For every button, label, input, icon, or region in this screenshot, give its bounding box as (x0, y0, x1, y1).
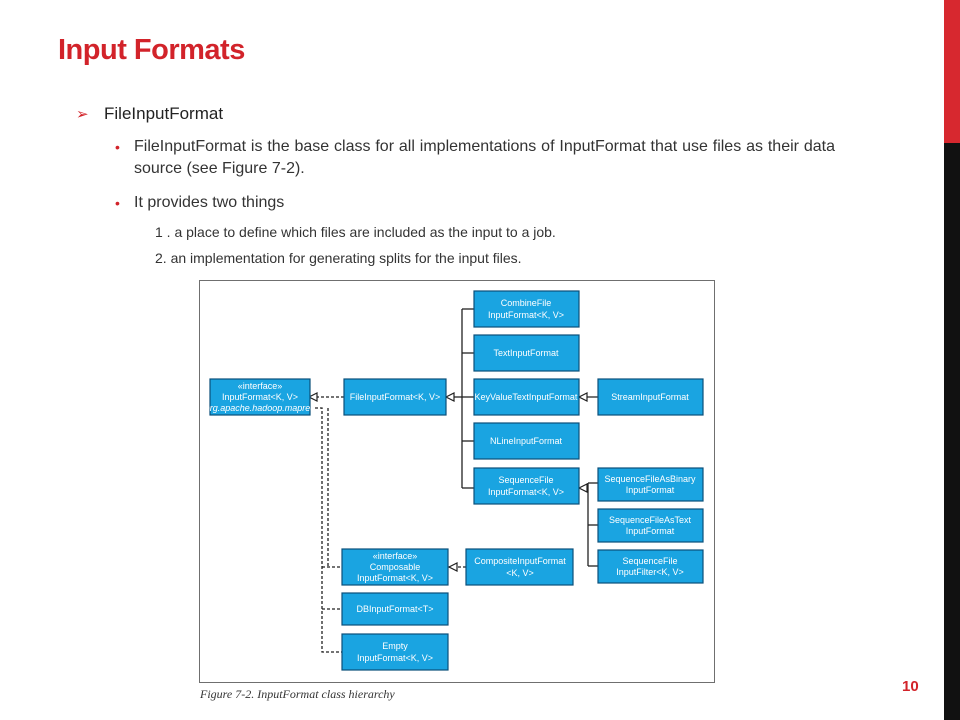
node-seqtext: SequenceFileAsText InputFormat (597, 508, 704, 543)
arrowhead-icon (444, 392, 455, 402)
dashed-connector (315, 407, 342, 653)
side-accent-bar (944, 0, 960, 720)
side-accent-bar-red (944, 0, 960, 143)
node-label: InputFormat<K, V> (488, 310, 564, 320)
level1-bullet: ➢ FileInputFormat (76, 104, 223, 124)
node-label: DBInputFormat<T> (356, 604, 433, 614)
class-hierarchy-diagram: «interface» InputFormat<K, V> org.apache… (205, 290, 704, 671)
arrowhead-icon (577, 392, 588, 402)
node-label: FileInputFormat<K, V> (350, 392, 441, 402)
node-label: InputFormat<K, V> (222, 392, 298, 402)
node-empty: Empty InputFormat<K, V> (341, 633, 449, 671)
node-inputformat: «interface» InputFormat<K, V> org.apache… (205, 378, 317, 416)
node-keyvaluetext: KeyValueTextInputFormat (473, 378, 580, 416)
node-label: SequenceFile (498, 475, 553, 485)
node-label: StreamInputFormat (611, 392, 689, 402)
slide-title: Input Formats (58, 34, 245, 66)
node-label: <K, V> (506, 568, 534, 578)
bullet-dot-icon: • (115, 139, 120, 155)
bullet-dot-icon: • (115, 195, 120, 211)
node-combinefile: CombineFile InputFormat<K, V> (473, 290, 580, 328)
node-label: «interface» (238, 381, 283, 391)
level1-text: FileInputFormat (104, 104, 224, 123)
node-label: InputFormat (626, 485, 675, 495)
node-label: CompositeInputFormat (474, 556, 566, 566)
arrowhead-icon (447, 562, 458, 572)
node-label: TextInputFormat (493, 348, 559, 358)
node-label: CombineFile (501, 298, 552, 308)
bullet-item: • It provides two things (115, 192, 835, 214)
node-label: InputFormat<K, V> (357, 573, 433, 583)
node-seqbinary: SequenceFileAsBinary InputFormat (597, 467, 704, 502)
node-label: SequenceFileAsText (609, 515, 692, 525)
node-label: Composable (370, 562, 421, 572)
node-label: InputFormat<K, V> (357, 653, 433, 663)
arrowheads (307, 392, 588, 572)
node-label: InputFormat<K, V> (488, 487, 564, 497)
node-sequencefile: SequenceFile InputFormat<K, V> (473, 467, 580, 505)
numbered-item: 2. an implementation for generating spli… (155, 250, 522, 266)
arrowhead-icon (577, 483, 588, 493)
node-label: KeyValueTextInputFormat (475, 392, 578, 402)
node-label: «interface» (373, 551, 418, 561)
bullet-text: It provides two things (134, 194, 285, 211)
node-fileinputformat: FileInputFormat<K, V> (343, 378, 447, 416)
node-label: SequenceFile (622, 556, 677, 566)
bullet-text: FileInputFormat is the base class for al… (134, 138, 835, 177)
arrowhead-icon (307, 392, 318, 402)
numbered-item: 1 . a place to define which files are in… (155, 224, 556, 240)
arrow-bullet-icon: ➢ (76, 106, 89, 123)
class-hierarchy-figure: «interface» InputFormat<K, V> org.apache… (199, 280, 715, 683)
node-label: SequenceFileAsBinary (604, 474, 696, 484)
node-label: Empty (382, 641, 408, 651)
node-label: NLineInputFormat (490, 436, 563, 446)
bullet-item: • FileInputFormat is the base class for … (115, 136, 835, 180)
figure-caption: Figure 7-2. InputFormat class hierarchy (200, 687, 395, 701)
node-label: InputFormat (626, 526, 675, 536)
node-streaminputformat: StreamInputFormat (597, 378, 704, 416)
node-label: org.apache.hadoop.mapred (205, 403, 317, 413)
node-label: InputFilter<K, V> (616, 567, 684, 577)
node-textinputformat: TextInputFormat (473, 334, 580, 372)
node-seqfilter: SequenceFile InputFilter<K, V> (597, 549, 704, 584)
node-nlineinputformat: NLineInputFormat (473, 422, 580, 460)
node-dbinput: DBInputFormat<T> (341, 592, 449, 626)
node-composite: CompositeInputFormat <K, V> (465, 548, 574, 586)
page-number: 10 (902, 678, 919, 695)
node-composable: «interface» Composable InputFormat<K, V> (341, 548, 449, 586)
